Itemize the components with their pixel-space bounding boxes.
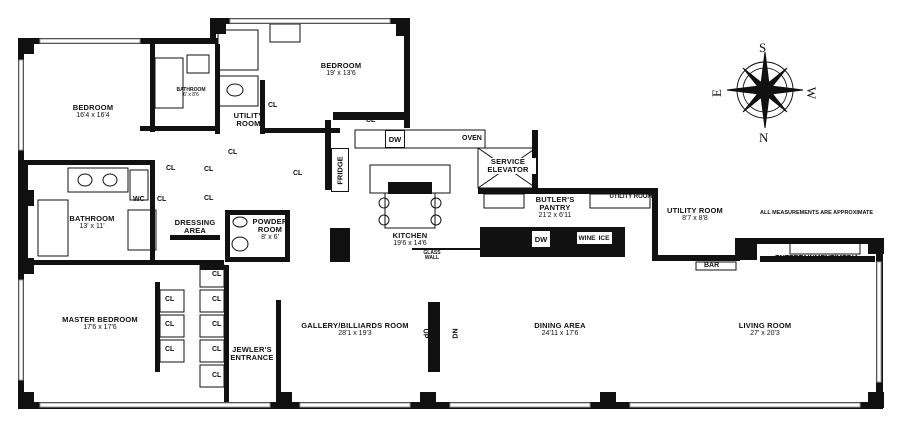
room-name-2: ENTRANCE bbox=[230, 352, 274, 362]
closet-label: CL bbox=[293, 170, 303, 177]
room-label-utility-right: UTILITY ROOM 8'7 x 8'8 bbox=[665, 207, 725, 222]
dishwasher-2-label: DW bbox=[531, 230, 551, 248]
room-dims: 8'7 x 8'8 bbox=[682, 214, 708, 222]
compass-south: S bbox=[759, 40, 767, 55]
room-dims: 13' x 11' bbox=[79, 222, 105, 230]
room-label-bathroom: BATHROOM 13' x 11' bbox=[62, 215, 122, 230]
glass-text: GLASS bbox=[423, 250, 441, 256]
room-label-living: LIVING ROOM 27' x 20'3 bbox=[730, 322, 800, 337]
wine-label: WINE bbox=[577, 232, 597, 244]
room-name: BEDROOM bbox=[72, 103, 114, 112]
room-dims: 8' x 6' bbox=[261, 233, 279, 241]
room-label-service-elevator: SERVICE ELEVATOR bbox=[480, 158, 536, 174]
closet-label: CL bbox=[212, 321, 222, 328]
room-name: UTILITY ROOM bbox=[609, 194, 653, 200]
closet-label: CL bbox=[366, 117, 376, 124]
room-label-powder: POWDER ROOM 8' x 6' bbox=[250, 218, 290, 241]
room-dims: 24'11 x 17'6 bbox=[541, 329, 579, 337]
room-name-2: ROOM bbox=[257, 224, 283, 234]
room-label-gallery: GALLERY/BILLIARDS ROOM 28'1 x 19'3 bbox=[300, 322, 410, 337]
ice-label: ICE bbox=[596, 232, 612, 244]
compass-rose bbox=[726, 51, 804, 129]
measurements-note: ALL MEASUREMENTS ARE APPROXIMATE bbox=[760, 210, 874, 216]
room-dims: 19' x 13'6 bbox=[326, 69, 356, 77]
closet-label: CL bbox=[212, 346, 222, 353]
room-name: DRESSING bbox=[174, 218, 216, 227]
closet-label: CL bbox=[157, 196, 167, 203]
closet-label: CL bbox=[228, 149, 238, 156]
room-dims: 19'6 x 14'6 bbox=[393, 239, 427, 247]
closet-label: CL bbox=[165, 296, 175, 303]
fridge-text: FRIDGE bbox=[335, 155, 345, 185]
room-label-bedroom-top: BEDROOM 19' x 13'6 bbox=[306, 62, 376, 77]
stair-up-label: UP bbox=[421, 328, 429, 339]
fridge-label: FRIDGE bbox=[331, 148, 349, 192]
closet-label: CL bbox=[165, 346, 175, 353]
room-label-utility-small: UTILITY ROOM bbox=[606, 194, 656, 200]
room-dims: 16'4 x 16'4 bbox=[76, 111, 110, 119]
closet-label: CL bbox=[212, 296, 222, 303]
room-name: BATHROOM bbox=[176, 87, 206, 93]
room-name: LIVING ROOM bbox=[738, 321, 792, 330]
room-name-2: ELEVATOR bbox=[480, 165, 536, 174]
room-label-bedroom-left: BEDROOM 16'4 x 16'4 bbox=[58, 104, 128, 119]
room-label-master-bedroom: MASTER BEDROOM 17'6 x 17'6 bbox=[55, 316, 145, 331]
compass-west: W bbox=[804, 86, 820, 100]
closet-label: CL bbox=[204, 166, 214, 173]
dw-text: DW bbox=[534, 234, 548, 244]
closet-label: CL bbox=[268, 102, 278, 109]
room-label-utility-top: UTILITY ROOM bbox=[226, 112, 271, 128]
room-name: BUTLER'S bbox=[535, 195, 575, 204]
fixtures bbox=[37, 23, 861, 388]
dishwasher-label: DW bbox=[385, 130, 405, 148]
room-name: DINING AREA bbox=[534, 321, 586, 330]
closet-label: CL bbox=[165, 321, 175, 328]
oven-label: OVEN bbox=[462, 135, 482, 142]
room-name-2: AREA bbox=[183, 225, 207, 235]
closet-label: CL bbox=[212, 372, 222, 379]
room-name: BATHROOM bbox=[69, 214, 115, 223]
compass-north: N bbox=[759, 130, 769, 145]
room-label-jewelers-entrance: JEWLER'S ENTRANCE bbox=[228, 346, 276, 362]
bar-label: BAR bbox=[704, 262, 720, 269]
room-dims: 6' x 8'6 bbox=[183, 92, 199, 99]
dw-text: DW bbox=[388, 134, 402, 144]
room-label-butlers-pantry: BUTLER'S PANTRY 21'2 x 6'11 bbox=[530, 196, 580, 219]
room-name: MASTER BEDROOM bbox=[62, 315, 138, 324]
room-label-dining: DINING AREA 24'11 x 17'6 bbox=[525, 322, 595, 337]
room-label-kitchen: KITCHEN 19'6 x 14'6 bbox=[380, 232, 440, 247]
closet-label: CL bbox=[212, 271, 222, 278]
room-name: SERVICE bbox=[480, 158, 536, 166]
room-name: UTILITY ROOM bbox=[666, 206, 723, 215]
closet-label: CL bbox=[204, 195, 214, 202]
stair-down-label: DN bbox=[452, 328, 460, 339]
wc-label: WC bbox=[133, 196, 145, 203]
room-label-bathroom-small: BATHROOM 6' x 8'6 bbox=[166, 87, 216, 99]
room-name: KITCHEN bbox=[392, 231, 428, 240]
room-name: POWDER bbox=[252, 217, 288, 226]
room-dims: 17'6 x 17'6 bbox=[83, 323, 117, 331]
room-label-dressing: DRESSING AREA bbox=[170, 219, 220, 235]
glass-wall-label: GLASS WALL bbox=[420, 250, 444, 262]
room-name: GALLERY/BILLIARDS ROOM bbox=[301, 321, 409, 330]
closet-label: CL bbox=[166, 165, 176, 172]
room-name: JEWLER'S bbox=[232, 345, 272, 354]
ice-text: ICE bbox=[598, 234, 610, 242]
compass-east: E bbox=[708, 89, 724, 97]
windows bbox=[18, 18, 882, 408]
room-dims: 27' x 20'3 bbox=[750, 329, 780, 337]
room-name-2: PANTRY bbox=[539, 202, 571, 212]
room-name: BEDROOM bbox=[320, 61, 362, 70]
room-name-2: ROOM bbox=[236, 118, 261, 128]
wine-text: WINE bbox=[578, 234, 596, 242]
wall-text: WALL bbox=[424, 255, 440, 262]
entertainment-media-label: ENTERTAINMENT/MEDIA bbox=[775, 255, 859, 262]
room-dims: 21'2 x 6'11 bbox=[538, 211, 572, 219]
room-dims: 28'1 x 19'3 bbox=[338, 329, 372, 337]
room-name: UTILITY bbox=[233, 111, 264, 120]
